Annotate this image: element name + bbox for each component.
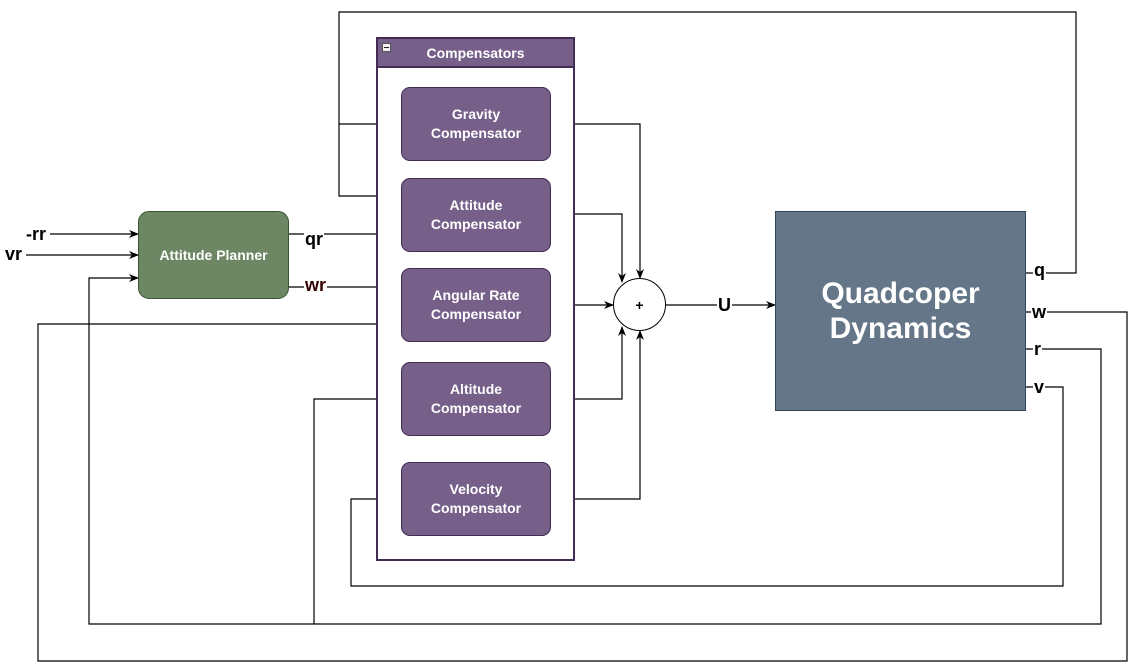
quadcopter-dynamics-block[interactable]: Quadcoper Dynamics — [775, 211, 1026, 411]
wire-q-feedback — [338, 11, 1077, 274]
gravity-compensator-block[interactable]: Gravity Compensator — [401, 87, 551, 161]
wire-gravity-sum — [551, 123, 644, 279]
compensators-group-header[interactable]: Compensators — [378, 39, 573, 68]
collapse-icon[interactable] — [382, 43, 391, 52]
wire-velocity-sum — [551, 330, 644, 500]
signal-label-wr: wr — [304, 275, 328, 295]
signal-label-w: w — [1031, 302, 1048, 322]
signal-label-qr: qr — [304, 229, 324, 249]
wire-r-feedback — [88, 274, 1102, 625]
velocity-compensator-block[interactable]: Velocity Compensator — [401, 462, 551, 536]
wire-r-altitude — [313, 395, 402, 624]
wire-w-feedback — [37, 311, 1128, 662]
signal-label-u: U — [717, 295, 732, 315]
signal-label-v: v — [1033, 377, 1046, 397]
summing-junction[interactable]: + — [613, 278, 666, 331]
altitude-compensator-block[interactable]: Altitude Compensator — [401, 362, 551, 436]
compensators-group-title: Compensators — [426, 44, 525, 61]
attitude-compensator-block[interactable]: Attitude Compensator — [401, 178, 551, 252]
signal-label-q: q — [1033, 260, 1046, 280]
wire-v-feedback — [350, 386, 1064, 587]
angular-rate-compensator-block[interactable]: Angular Rate Compensator — [401, 268, 551, 342]
signal-label-rr: -rr — [25, 224, 48, 244]
attitude-planner-block[interactable]: Attitude Planner — [138, 211, 289, 299]
signal-label-r: r — [1033, 339, 1043, 359]
signal-label-vr: vr — [4, 244, 24, 264]
